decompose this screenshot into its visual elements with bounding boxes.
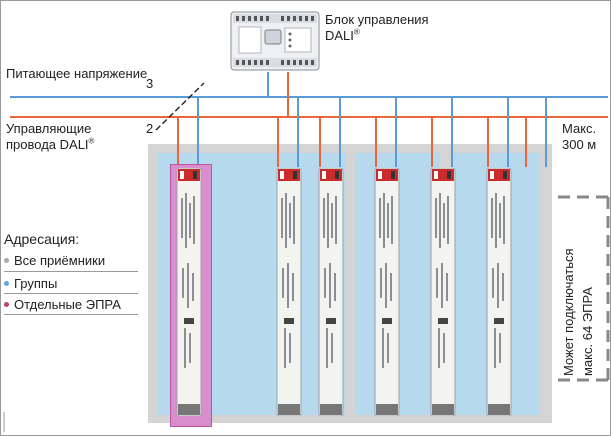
addressing-item-all: Все приёмники — [4, 252, 105, 269]
ballast-module-icon — [430, 168, 456, 416]
ballast-module-icon — [374, 168, 400, 416]
ballast-module-icon — [276, 168, 302, 416]
divider — [4, 314, 138, 315]
addressing-item-individual: Отдельные ЭПРА — [4, 296, 121, 313]
addressing-item-groups: Группы — [4, 275, 57, 292]
bullet-icon — [4, 302, 9, 307]
bullet-icon — [4, 281, 9, 286]
wire-count-slash — [156, 83, 204, 130]
ballast-module-icon — [318, 168, 344, 416]
ballast-module-icon — [176, 168, 202, 416]
bullet-icon — [4, 258, 9, 263]
divider — [4, 271, 138, 272]
addressing-title: Адресация: — [4, 231, 79, 247]
ballast-module-icon — [486, 168, 512, 416]
divider — [4, 293, 138, 294]
ballast-drops — [178, 97, 546, 167]
